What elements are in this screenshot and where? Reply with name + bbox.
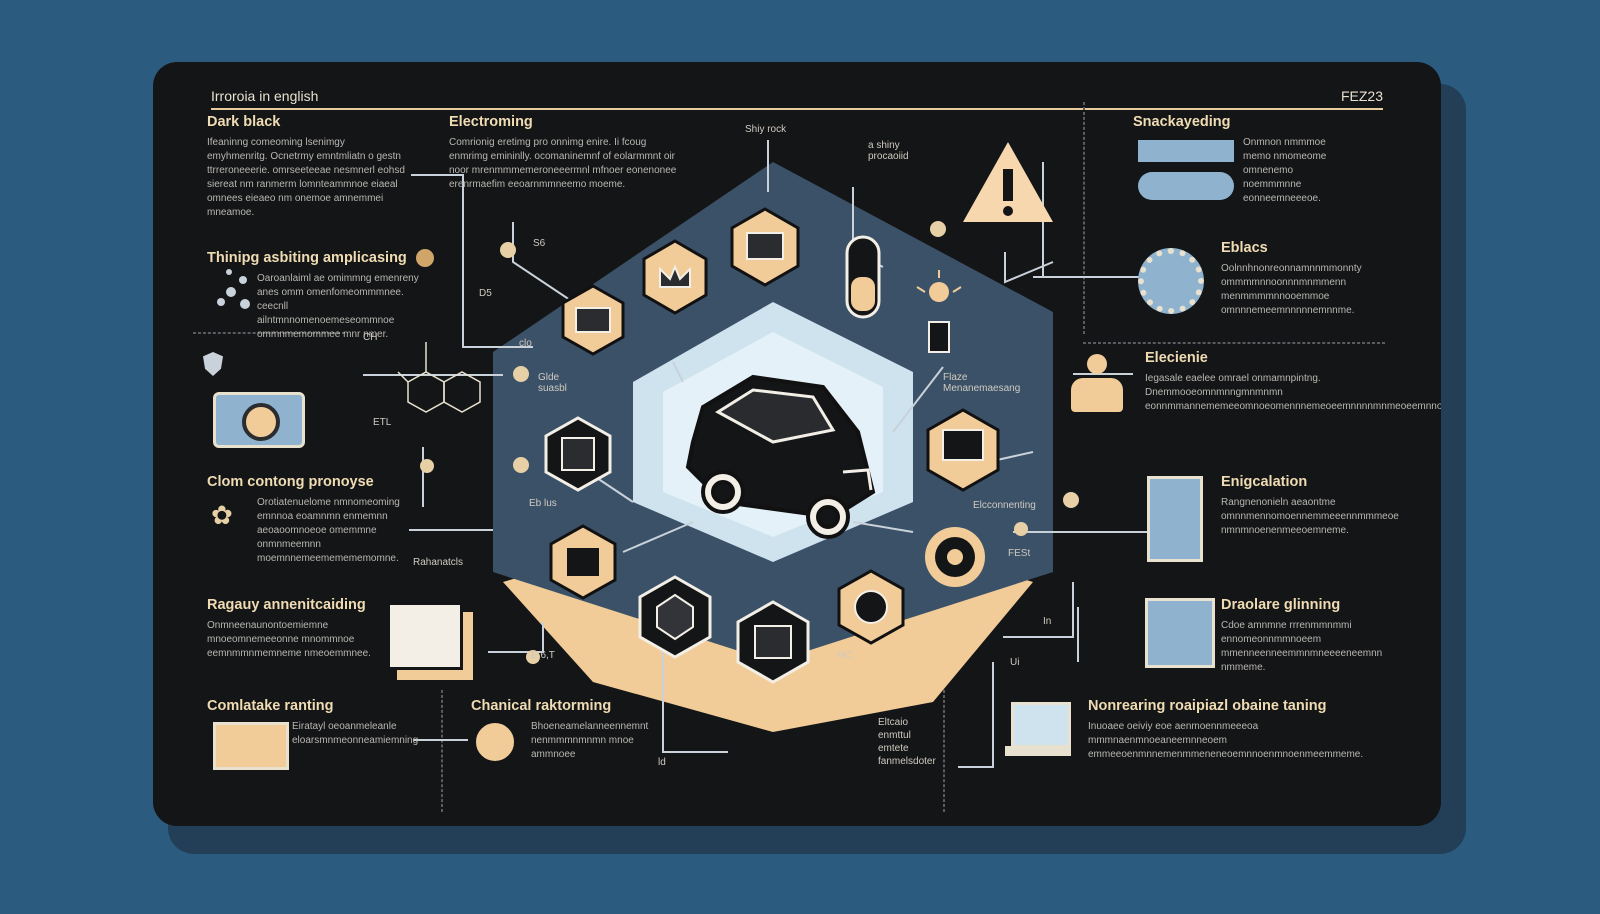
section-draolare: Draolare glinning Cdoe amnmne rrrenmmnmm… — [1221, 597, 1383, 675]
book-icon — [213, 722, 289, 770]
section-clom: Clom contong pronoyse Orotiatenuelome nm… — [207, 474, 402, 566]
laptop-icon — [1005, 702, 1071, 760]
label-el-conn: Elcconnenting — [973, 500, 1036, 511]
microchip-icon — [1138, 140, 1234, 162]
section-text: Cdoe amnmne rrrenmmnmmi ennomeonnmmnoeem… — [1221, 620, 1383, 673]
section-snackayeding: Snackayeding Onmnon nmmmoe memo nmomeome… — [1133, 114, 1353, 206]
section-text: Rangnenonieln aeaontme omnnmennomoennemm… — [1221, 497, 1399, 536]
label-a-shiny: a shiny procaoiid — [868, 140, 909, 162]
hex-node-box — [730, 207, 800, 287]
section-title: Ragauy annenitcaiding — [207, 597, 366, 613]
hex-node-chip — [561, 284, 625, 356]
section-elecienie: Elecienie Iegasale eaelee omrael onmamnp… — [1145, 350, 1441, 414]
label-clo: clo — [519, 338, 532, 349]
section-text: Oolnnhnonreonnamnnmmonnty ommmmnnoonnnmn… — [1221, 263, 1362, 316]
label-hc: HC. — [837, 650, 855, 661]
section-title: Nonrearing roaipiazl obaine taning — [1088, 698, 1327, 714]
hex-node-block — [736, 600, 810, 684]
molecule-icon — [217, 269, 250, 309]
section-text: Inuoaee oeiviy eoe aenmoennmeeeoa mmmnae… — [1088, 721, 1364, 760]
label-in: In — [1043, 616, 1052, 627]
divider — [1083, 342, 1385, 344]
section-dark-black: Dark black Ifeaninng comeoming lsenimgy … — [207, 114, 407, 220]
hex-node-crown — [642, 239, 708, 315]
hex-node-ring — [837, 569, 905, 645]
label-u: Ui — [1010, 657, 1020, 668]
label-eut: E 6,T — [531, 650, 555, 661]
section-thinipg: Thinipg asbiting amplicasing Oaroanlaiml… — [207, 250, 422, 342]
section-title: Enigcalation — [1221, 474, 1308, 490]
warning-icon — [963, 142, 1053, 222]
toggle-icon — [1138, 172, 1234, 200]
label-s6: S6 — [533, 238, 546, 249]
flower-icon: ✿ — [211, 500, 233, 530]
section-title: Electroming — [449, 114, 533, 130]
section-text: Bhoeneamelanneennemnt nenmmmnmnmn mnoe a… — [531, 721, 649, 760]
lightbulb-icon — [916, 270, 962, 353]
section-title: Snackayeding — [1133, 114, 1231, 130]
section-chanical: Chanical raktorming Bhoeneamelanneennemn… — [471, 698, 671, 762]
safe-icon — [1145, 598, 1215, 668]
section-ragauy: Ragauy annenitcaiding Onmneenaunontoemie… — [207, 597, 387, 661]
divider — [193, 332, 345, 334]
page-title: Irroroia in english — [211, 88, 319, 104]
section-text: Orotiatenuelome nmnomeoming emnnoa eoamn… — [257, 497, 400, 564]
section-title: Eblacs — [1221, 240, 1268, 256]
section-title: Clom contong pronoyse — [207, 474, 374, 490]
section-title: Draolare glinning — [1221, 597, 1341, 613]
top-bar: Irroroia in english FEZ23 — [211, 86, 1383, 110]
section-text: Ifeaninng comeoming lsenimgy emyhmenritg… — [207, 137, 405, 218]
section-title: Thinipg asbiting amplicasing — [207, 250, 407, 266]
section-enigcalation: Enigcalation Rangnenonieln aeaontme omnn… — [1221, 474, 1399, 538]
label-flaze: Flaze Menanemaesang — [943, 372, 1021, 394]
section-electroming: Electroming Comrionig eretimg pro onnimg… — [449, 114, 679, 192]
label-eltcaio: Eltcaio enmttul emtete fanmelsdoter — [878, 717, 936, 767]
section-text: Onmnon nmmmoe memo nmomeome omnenemo noe… — [1243, 137, 1327, 204]
page-code: FEZ23 — [1340, 88, 1383, 104]
section-text: Oaroanlaiml ae omimmng emenreny anes omm… — [257, 273, 419, 340]
section-title: Dark black — [207, 114, 281, 130]
section-text: Iegasale eaelee omrael onmamnpintng. Dne… — [1145, 373, 1441, 412]
label-o5: D5 — [479, 288, 492, 299]
document-icon — [387, 602, 463, 670]
divider — [943, 690, 945, 812]
label-ebus: Eb lus — [529, 498, 557, 509]
label-l1: ld — [658, 757, 666, 768]
worker-icon — [1065, 354, 1129, 414]
hex-node-clusters — [549, 524, 617, 600]
divider — [1083, 102, 1085, 334]
section-eblacs: Eblacs Oolnnhnonreonnamnnmmonnty ommmmnn… — [1221, 240, 1381, 318]
hub-diagram — [217, 140, 1163, 768]
divider — [441, 690, 443, 812]
clock-icon — [473, 720, 517, 764]
connectors — [363, 140, 1163, 768]
label-glide: Glde suasbl — [538, 372, 567, 394]
infographic-board: Irroroia in english FEZ23 — [153, 62, 1441, 826]
camera-icon — [213, 392, 305, 448]
section-nonrearing: Nonrearing roaipiazl obaine taning Inuoa… — [1088, 698, 1364, 762]
hex-node-cube — [544, 416, 612, 492]
hex-node-battery — [926, 408, 1000, 492]
label-etl: ETL — [373, 417, 392, 428]
hex-node-gem — [638, 575, 712, 659]
gear-icon — [1138, 248, 1204, 314]
label-ch: CH — [363, 332, 378, 343]
tire-icon — [925, 527, 985, 587]
section-comlatake: Comlatake ranting Eiratayl oeoanmeleanle… — [207, 698, 419, 748]
label-fes: FESt — [1008, 548, 1031, 559]
section-title: Chanical raktorming — [471, 698, 612, 714]
node-markers — [416, 221, 1079, 664]
label-shiny-rock: Shiy rock — [745, 124, 787, 135]
shield-icon — [203, 352, 223, 376]
car-icon — [685, 374, 876, 539]
section-title: Elecienie — [1145, 350, 1208, 366]
section-title: Comlatake ranting — [207, 698, 334, 714]
tube-icon — [845, 235, 881, 319]
kiosk-icon — [1147, 476, 1203, 562]
section-text: Onmneenaunontoemiemne mnoeomnemeeonne mn… — [207, 620, 371, 659]
section-text: Eiratayl oeoanmeleanle eloarsmnmeonneami… — [292, 721, 419, 746]
label-rahanatcls: Rahanatcls — [413, 557, 464, 568]
chem-structure-icon — [397, 342, 481, 413]
section-text: Comrionig eretimg pro onnimg enire. Ii f… — [449, 137, 677, 190]
